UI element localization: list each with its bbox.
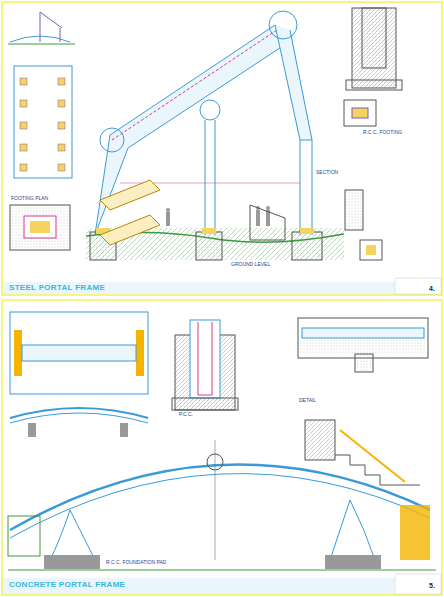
title-bar-text: CONCRETE PORTAL FRAME: [8, 581, 126, 590]
view-title: DETAIL: [298, 398, 317, 404]
callout-note: P.C.C.: [178, 412, 194, 418]
callout-note: R.C.C. FOOTING: [362, 130, 403, 136]
sheet-number: 5.: [428, 582, 436, 590]
view-title: FOOTING PLAN: [10, 196, 49, 202]
title-bar-text: STEEL PORTAL FRAME: [8, 284, 106, 293]
callout-note: R.C.C. FOUNDATION PAD: [105, 560, 167, 566]
view-title: SECTION: [315, 170, 339, 176]
callout-note: GROUND LEVEL: [230, 262, 271, 268]
sheet-number: 4.: [428, 285, 436, 293]
